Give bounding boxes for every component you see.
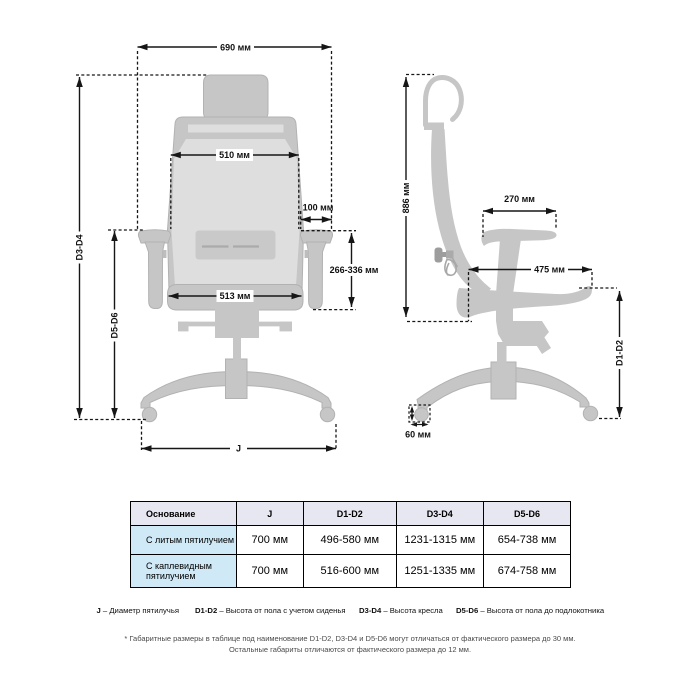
svg-text:513 мм: 513 мм [220,291,251,301]
svg-text:100 мм: 100 мм [303,203,334,213]
svg-text:D5-D6: D5-D6 [110,312,120,338]
svg-text:510 мм: 510 мм [219,150,250,160]
svg-text:886 мм: 886 мм [401,182,411,213]
svg-text:J: J [236,444,241,454]
svg-text:270 мм: 270 мм [504,194,535,204]
svg-text:D1-D2: D1-D2 [615,340,625,366]
svg-text:266-336 мм: 266-336 мм [330,265,379,275]
svg-text:475 мм: 475 мм [534,265,565,275]
svg-text:690 мм: 690 мм [220,43,251,53]
svg-text:60 мм: 60 мм [405,430,431,440]
svg-text:D3-D4: D3-D4 [75,234,85,260]
